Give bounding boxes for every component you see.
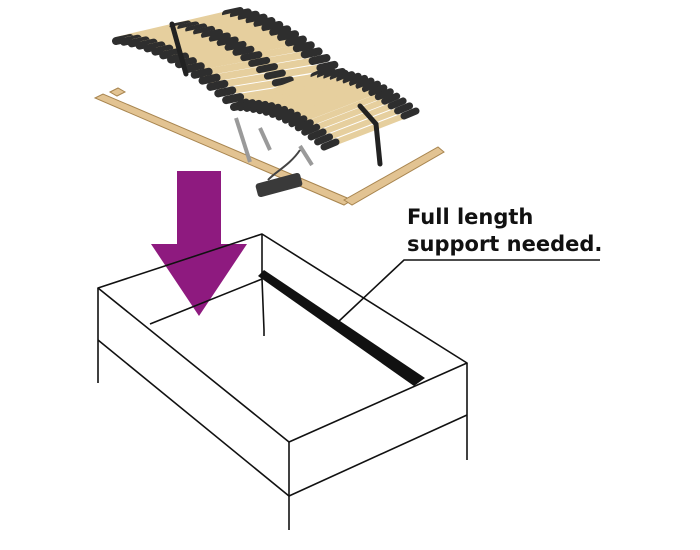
bed-base-straps <box>169 21 383 167</box>
slat-joint <box>224 40 247 51</box>
slat-joint <box>240 51 263 62</box>
slat-cap <box>214 86 237 98</box>
slat-cap <box>262 103 282 116</box>
slat-cap <box>275 108 295 121</box>
slat <box>323 109 417 149</box>
slat-cap <box>237 10 260 22</box>
slat-joint <box>185 23 208 34</box>
slat-cap <box>329 69 349 82</box>
slat-cap <box>301 123 321 136</box>
callout-line-1: Full length <box>407 205 533 229</box>
slat-joint <box>232 45 255 56</box>
slat-cap <box>284 35 307 47</box>
slat-cap <box>314 133 334 146</box>
slat-cap <box>281 111 301 124</box>
slat <box>303 94 398 135</box>
slat-cap <box>151 44 174 56</box>
slat-joint <box>200 28 223 39</box>
slat-cap <box>198 73 221 85</box>
slat-cap <box>336 71 356 84</box>
slat-cap <box>182 62 205 74</box>
slat-cap <box>300 47 323 59</box>
slat-cap <box>387 97 407 110</box>
slat-cap <box>349 74 369 87</box>
bed-frame-outline-icon <box>97 233 468 530</box>
center-support-beam <box>258 270 425 386</box>
slat-cap <box>277 30 300 42</box>
slat-cap <box>294 119 314 132</box>
down-arrow-icon <box>151 171 247 316</box>
slat <box>297 89 392 130</box>
callout-line-2: support needed. <box>407 232 602 256</box>
slat-joint <box>271 76 294 87</box>
slat-cap <box>292 41 315 53</box>
slat <box>316 103 411 144</box>
foot-section-slats <box>230 67 420 151</box>
slat-cap <box>261 20 284 32</box>
slat-cap <box>368 84 388 97</box>
slat-cap <box>135 38 158 50</box>
bed-base-mechanism <box>234 117 314 167</box>
slat-cap <box>355 77 375 90</box>
slat-cap <box>342 72 362 85</box>
slat-cap <box>288 115 308 128</box>
slat-cap <box>394 102 414 115</box>
slat-cap <box>143 41 166 53</box>
slat-cap <box>206 79 229 91</box>
slat-cap <box>245 13 268 25</box>
slat <box>271 76 366 117</box>
slat-cap <box>400 107 420 120</box>
slat-cap <box>361 80 381 93</box>
slat <box>265 74 360 115</box>
slat <box>284 82 379 123</box>
slat-cap <box>374 88 394 101</box>
slat <box>310 98 405 139</box>
slat-cap <box>308 53 331 65</box>
slat-cap <box>253 17 276 29</box>
slat-cap <box>159 48 182 60</box>
slat-cap <box>320 138 340 151</box>
slat-cap <box>222 93 245 105</box>
slat-cap <box>249 100 269 113</box>
slat-cap <box>381 92 401 105</box>
slat-cap <box>269 25 292 37</box>
slat-joint <box>248 56 271 67</box>
slat-cap <box>269 105 289 118</box>
slat-joint <box>263 69 286 80</box>
slat-cap <box>190 67 213 79</box>
slat-cap <box>316 60 339 72</box>
callout-leader-line <box>337 259 600 323</box>
remote-control-icon <box>255 149 303 198</box>
slat <box>278 79 372 119</box>
slatted-bed-base-icon <box>93 7 445 206</box>
slat-joint <box>256 63 279 74</box>
slat-joint <box>193 25 216 36</box>
slat <box>290 85 385 126</box>
slat <box>258 72 353 113</box>
slat-joint <box>208 32 231 43</box>
slat-cap <box>307 128 327 141</box>
slat-joint <box>216 36 239 47</box>
slat-cap <box>256 102 276 115</box>
